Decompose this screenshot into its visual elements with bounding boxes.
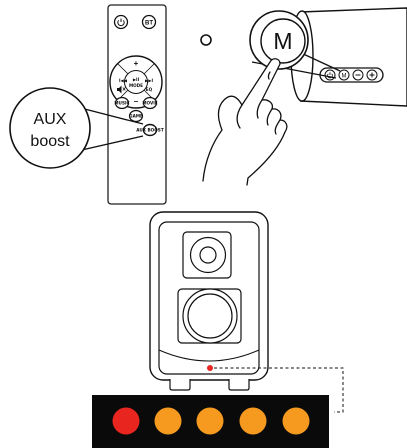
volume-up-button[interactable]: +	[134, 59, 139, 68]
bt-label: BT	[145, 20, 153, 26]
led-1	[112, 407, 140, 435]
separator-circle	[200, 34, 212, 46]
bookshelf-speaker	[149, 211, 269, 391]
mute-icon[interactable]	[117, 85, 126, 94]
m-button-callout: M	[249, 10, 309, 70]
tweeter	[182, 231, 232, 279]
led-5	[282, 407, 310, 435]
speaker-mode-label: M	[342, 73, 347, 79]
next-button[interactable]: ▶▶I	[145, 78, 153, 83]
play-pause-label: ▶II	[133, 77, 140, 82]
plus-icon	[369, 72, 375, 78]
led-3	[196, 407, 224, 435]
callout-line-boost: boost	[30, 133, 70, 150]
remote-control: BT + – I◀◀ ▶▶I EQ ▶II MODE	[107, 4, 167, 205]
indicator-light	[207, 365, 213, 371]
movie-label: MOVIE	[142, 101, 157, 106]
remote-nav-pad: + – I◀◀ ▶▶I EQ ▶II MODE	[109, 55, 163, 109]
led-4	[239, 407, 267, 435]
speaker-feet	[169, 379, 250, 391]
callout-line-aux: AUX	[34, 111, 67, 128]
remote-key-movie[interactable]: MOVIE	[142, 96, 158, 110]
woofer	[177, 288, 242, 344]
game-label: GAME	[129, 114, 143, 119]
play-pause-button[interactable]: ▶II MODE	[129, 77, 143, 88]
volume-down-button[interactable]: –	[134, 97, 139, 106]
remote-key-aux-boost[interactable]: AUX BOOST	[136, 123, 164, 137]
remote-key-music[interactable]: MUSIC	[114, 96, 130, 110]
speaker-mode-button[interactable]: M	[338, 69, 350, 81]
speaker-button-strip: M	[319, 67, 384, 83]
indicator-connector	[214, 367, 344, 413]
mode-label: MODE	[129, 83, 143, 88]
aux-boost-key-label: AUX BOOST	[136, 128, 164, 133]
music-label: MUSIC	[114, 101, 129, 106]
previous-button[interactable]: I◀◀	[119, 78, 128, 83]
speaker-minus-button[interactable]	[352, 69, 364, 81]
remote-power-button[interactable]	[113, 14, 129, 30]
mute-label: EQ	[146, 87, 153, 92]
remote-key-game[interactable]: GAME	[128, 109, 144, 123]
led-2	[154, 407, 182, 435]
speaker-plus-button[interactable]	[366, 69, 378, 81]
power-icon	[327, 72, 333, 79]
m-button-label: M	[273, 28, 292, 54]
speaker-power-button[interactable]	[324, 69, 336, 81]
aux-boost-callout: AUX boost	[9, 87, 144, 169]
pointing-hand-icon	[202, 58, 288, 186]
led-bar	[92, 395, 329, 448]
remote-bt-button[interactable]: BT	[141, 14, 157, 30]
power-icon	[117, 18, 125, 27]
